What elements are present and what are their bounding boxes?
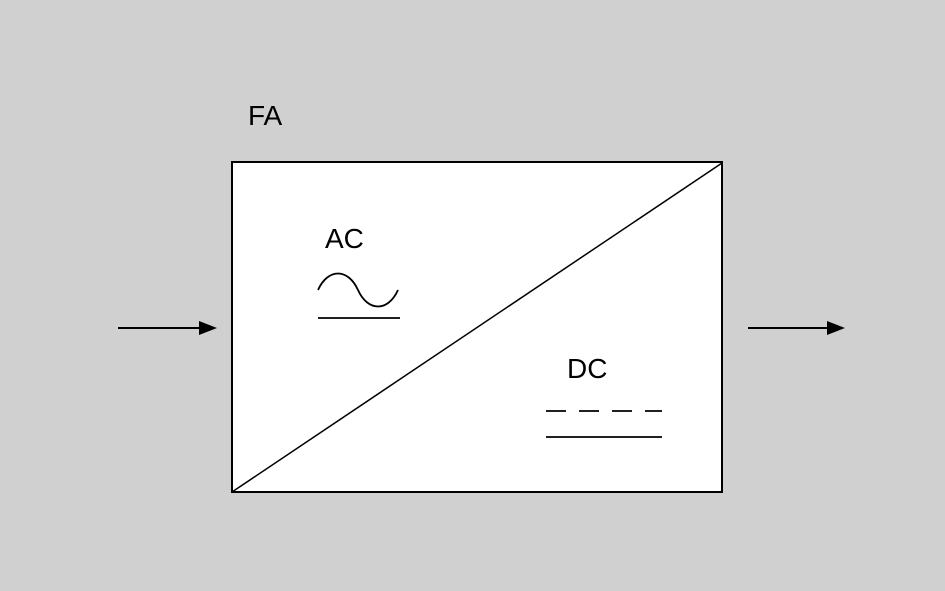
dc-label: DC	[567, 353, 607, 384]
input-arrow	[118, 321, 217, 335]
input-arrowhead-icon	[199, 321, 217, 335]
output-arrowhead-icon	[827, 321, 845, 335]
output-arrow	[748, 321, 845, 335]
sine-wave-icon	[317, 272, 399, 308]
ac-label: AC	[325, 223, 364, 254]
block-designation-label: FA	[248, 100, 283, 131]
diagonal-divider	[231, 162, 723, 493]
